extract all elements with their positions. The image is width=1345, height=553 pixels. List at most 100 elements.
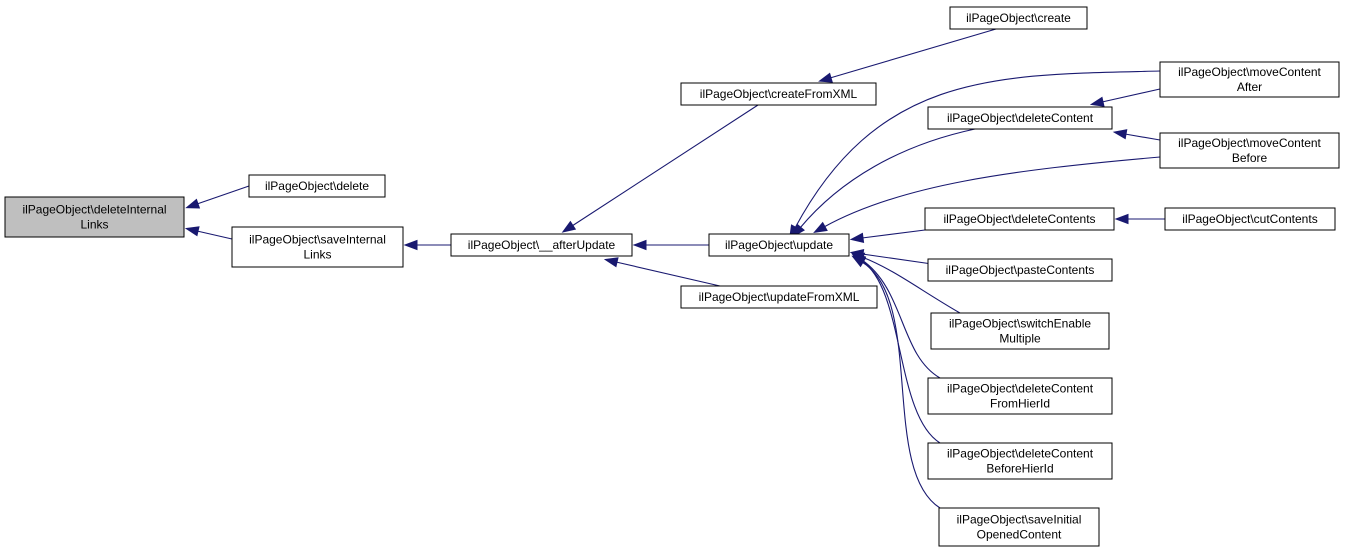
node-label: ilPageObject\deleteContents [943,212,1095,226]
edges [184,28,1165,509]
node-box [4,196,185,238]
edge-arrowhead [1112,129,1128,140]
node-box [231,226,404,268]
edge-deleteContentBeforeHierId-to-update [851,254,941,444]
node-box [938,507,1100,547]
node-afterUpdate[interactable]: ilPageObject\__afterUpdate [450,233,633,257]
edge-line [829,28,997,79]
node-deleteContent[interactable]: ilPageObject\deleteContent [927,106,1113,130]
node-label: ilPageObject\delete [265,179,369,193]
edge-arrowhead [561,220,577,233]
node-delete[interactable]: ilPageObject\delete [248,174,386,198]
edge-arrowhead [849,232,865,243]
edge-afterUpdate-to-saveInternalLinks [403,239,451,251]
node-label: ilPageObject\update [725,238,833,252]
node-box [708,233,850,257]
edge-arrowhead [1089,96,1105,107]
edge-line [196,185,250,205]
node-label: Links [80,218,108,232]
node-label: ilPageObject\pasteContents [946,263,1095,277]
edge-line [861,229,926,239]
edge-line [1124,133,1161,141]
node-box [680,285,878,309]
node-label: ilPageObject\__afterUpdate [468,238,616,252]
node-label: ilPageObject\moveContent [1178,136,1321,150]
edge-line [823,156,1161,228]
node-label: ilPageObject\switchEnable [949,317,1091,331]
node-label: BeforeHierId [986,462,1053,476]
node-box [924,207,1115,231]
node-label: ilPageObject\deleteContent [947,382,1094,396]
node-label: ilPageObject\deleteContent [947,447,1094,461]
edge-cutContents-to-deleteContents [1114,213,1165,225]
node-box [248,174,386,198]
node-box [927,442,1113,480]
edge-arrowhead [1114,213,1129,225]
node-cutContents[interactable]: ilPageObject\cutContents [1164,207,1336,231]
node-label: Before [1232,151,1268,165]
node-label: Links [303,248,331,262]
edge-arrowhead [185,198,201,209]
edge-deleteContent-to-update [792,128,976,238]
node-create[interactable]: ilPageObject\create [949,6,1088,30]
node-label: ilPageObject\createFromXML [700,87,858,101]
edge-deleteContentFromHierId-to-update [851,252,941,379]
node-label: ilPageObject\updateFromXML [699,290,860,304]
edge-line [1101,88,1161,103]
edge-line [196,230,233,240]
node-box [1159,132,1340,169]
node-label: ilPageObject\saveInternal [249,233,386,247]
edge-moveContentBefore-to-deleteContent [1112,129,1161,141]
node-update[interactable]: ilPageObject\update [708,233,850,257]
edge-createFromXML-to-afterUpdate [561,104,759,233]
node-label: Multiple [999,332,1041,346]
edge-line [861,261,941,509]
node-label: After [1237,80,1262,94]
nodes: ilPageObject\deleteInternalLinksilPageOb… [4,6,1340,547]
edge-deleteContents-to-update [849,229,926,243]
edge-line [794,70,1161,229]
edge-delete-to-deleteInternalLinks [185,185,250,209]
node-label: ilPageObject\deleteContent [947,111,1094,125]
node-box [1159,61,1340,98]
edge-updateFromXML-to-afterUpdate [603,257,721,287]
node-box [1164,207,1336,231]
edge-arrowhead [792,223,805,238]
node-deleteContents[interactable]: ilPageObject\deleteContents [924,207,1115,231]
edge-line [861,259,941,379]
edge-arrowhead [632,239,647,251]
node-box [927,377,1113,415]
edge-line [799,128,976,229]
edge-arrowhead [818,72,833,83]
node-box [930,312,1110,350]
edge-saveInternalLinks-to-deleteInternalLinks [184,226,233,240]
node-label: ilPageObject\create [966,11,1071,25]
node-updateFromXML[interactable]: ilPageObject\updateFromXML [680,285,878,309]
edge-moveContentAfter-to-deleteContent [1089,88,1161,107]
node-label: OpenedContent [977,528,1062,542]
node-box [680,82,877,106]
node-box [927,258,1113,282]
node-label: ilPageObject\saveInitial [957,513,1082,527]
node-label: ilPageObject\moveContent [1178,65,1321,79]
node-createFromXML[interactable]: ilPageObject\createFromXML [680,82,877,106]
node-pasteContents[interactable]: ilPageObject\pasteContents [927,258,1113,282]
node-label: ilPageObject\cutContents [1182,212,1317,226]
node-label: ilPageObject\deleteInternal [22,203,166,217]
edge-arrowhead [403,239,418,251]
node-box [927,106,1113,130]
edge-saveInitialOpenedContent-to-update [851,255,941,509]
edge-update-to-afterUpdate [632,239,709,251]
edge-arrowhead [603,257,619,268]
node-box [450,233,633,257]
edge-line [861,260,941,444]
